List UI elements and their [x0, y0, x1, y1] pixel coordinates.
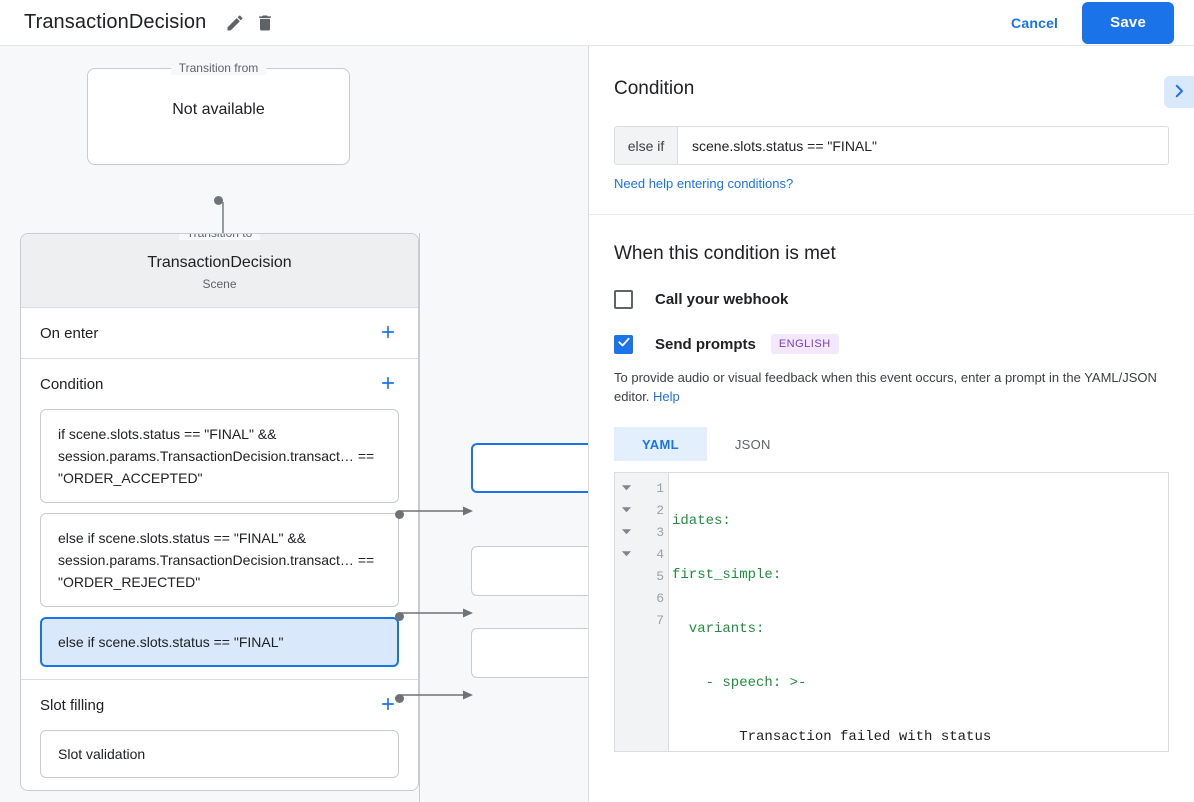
edit-name-button[interactable]	[220, 8, 250, 38]
condition-card-selected[interactable]: else if scene.slots.status == "FINAL"	[40, 617, 399, 667]
section-title-slot-filling: Slot filling	[40, 696, 105, 714]
section-title-condition: Condition	[40, 375, 104, 393]
condition-connector-dot	[395, 510, 404, 519]
section-header-slot-filling: Slot filling	[21, 680, 418, 730]
chevron-right-icon	[1170, 82, 1188, 103]
when-met-title: When this condition is met	[614, 243, 836, 264]
condition-connector-dot	[395, 612, 404, 621]
fold-gutter[interactable]	[615, 473, 637, 751]
send-prompts-label: Send prompts	[655, 335, 756, 353]
chevron-down-icon	[621, 524, 632, 542]
line-number: 1	[656, 481, 664, 496]
transition-to-card[interactable]: Transition to TransactionDecision Scene	[21, 234, 418, 308]
plus-icon	[378, 322, 398, 345]
app-header: TransactionDecision Cancel Save	[0, 0, 1194, 46]
section-header-on-enter: On enter	[21, 308, 418, 358]
code-editor[interactable]: 1 2 3 4 5 6 7 idates: first_simple: vari…	[614, 472, 1169, 752]
webhook-row[interactable]: Call your webhook	[614, 290, 1169, 309]
panel-title: Condition	[614, 78, 695, 99]
scene-canvas[interactable]: Transition from Not available Transition…	[0, 46, 588, 802]
condition-expression-input[interactable]	[678, 127, 1168, 164]
collapse-panel-button[interactable]	[1164, 76, 1194, 108]
line-number: 5	[656, 569, 664, 584]
panel-divider	[589, 214, 1194, 215]
code-line: variants:	[672, 621, 765, 637]
target-node[interactable]	[471, 546, 588, 596]
when-met-section: When this condition is met Call your web…	[589, 215, 1194, 752]
plus-icon	[378, 694, 398, 717]
line-number: 3	[656, 525, 664, 540]
fold-toggle[interactable]	[615, 478, 637, 500]
add-on-enter-button[interactable]	[376, 321, 400, 345]
section-header-condition: Condition	[21, 359, 418, 409]
condition-help-link[interactable]: Need help entering conditions?	[614, 176, 794, 191]
send-prompts-row[interactable]: Send prompts ENGLISH	[614, 334, 1169, 354]
editor-hint-body: To provide audio or visual feedback when…	[614, 370, 1157, 404]
condition-connector-dot	[395, 694, 404, 703]
edge-arrow-icon	[400, 690, 473, 700]
section-condition: Condition if scene.slots.status == "FINA…	[21, 359, 418, 680]
code-line: idates:	[672, 513, 731, 529]
trash-icon	[255, 13, 275, 33]
line-number: 7	[656, 613, 664, 628]
canvas-inner: Transition from Not available Transition…	[0, 46, 588, 802]
condition-card[interactable]: else if scene.slots.status == "FINAL" &&…	[40, 513, 399, 607]
transition-to-legend: Transition to	[178, 234, 261, 240]
transition-from-connector-dot	[214, 196, 223, 205]
transition-to-subtitle: Scene	[202, 277, 237, 291]
code-line: - speech: >-	[672, 675, 807, 691]
tab-json[interactable]: JSON	[707, 427, 799, 461]
chevron-down-icon	[621, 502, 632, 520]
condition-editor-row: else if	[614, 126, 1169, 165]
code-line: Transaction failed with status	[672, 729, 992, 745]
checkmark-icon	[617, 335, 631, 354]
transition-to-title: TransactionDecision	[147, 254, 292, 271]
call-webhook-label: Call your webhook	[655, 291, 789, 308]
send-prompts-checkbox[interactable]	[614, 334, 633, 354]
line-number-gutter: 1 2 3 4 5 6 7	[637, 473, 669, 751]
chevron-down-icon	[621, 546, 632, 564]
format-tabs: YAML JSON	[614, 427, 1169, 461]
tab-yaml[interactable]: YAML	[614, 427, 707, 461]
plus-icon	[378, 373, 398, 396]
section-title-on-enter: On enter	[40, 324, 99, 342]
condition-card[interactable]: if scene.slots.status == "FINAL" && sess…	[40, 409, 399, 503]
code-content[interactable]: idates: first_simple: variants: - speech…	[669, 473, 1168, 751]
editor-help-link[interactable]: Help	[653, 389, 680, 404]
condition-list: if scene.slots.status == "FINAL" && sess…	[21, 409, 418, 667]
line-number: 4	[656, 547, 664, 562]
slot-validation-card[interactable]: Slot validation	[40, 730, 399, 778]
edge-arrow-icon	[400, 506, 473, 516]
pencil-icon	[225, 13, 245, 33]
fold-toggle[interactable]	[615, 500, 637, 522]
code-line: first_simple:	[672, 567, 782, 583]
add-condition-button[interactable]	[376, 372, 400, 396]
save-button[interactable]: Save	[1082, 1, 1174, 44]
target-node[interactable]	[471, 628, 588, 678]
fold-toggle[interactable]	[615, 544, 637, 566]
transition-from-card[interactable]: Transition from Not available	[87, 61, 350, 165]
section-on-enter: On enter	[21, 308, 418, 359]
call-webhook-checkbox[interactable]	[614, 290, 633, 309]
condition-prefix-label: else if	[615, 127, 678, 164]
fold-toggle[interactable]	[615, 522, 637, 544]
delete-button[interactable]	[250, 8, 280, 38]
editor-hint-text: To provide audio or visual feedback when…	[614, 368, 1169, 406]
target-node-selected[interactable]	[471, 443, 588, 493]
language-badge: ENGLISH	[770, 334, 839, 354]
transition-from-legend: Transition from	[170, 61, 267, 75]
section-slot-filling: Slot filling Slot validation	[21, 680, 418, 790]
cancel-button[interactable]: Cancel	[999, 7, 1070, 39]
add-slot-filling-button[interactable]	[376, 693, 400, 717]
graph-bus-line	[419, 233, 420, 802]
details-panel: Condition else if Need help entering con…	[588, 46, 1194, 802]
line-number: 2	[656, 503, 664, 518]
scene-panel: Transition to TransactionDecision Scene …	[20, 233, 419, 791]
page-title: TransactionDecision	[24, 11, 207, 33]
line-number: 6	[656, 591, 664, 606]
edge-arrow-icon	[400, 608, 473, 618]
condition-section: Condition else if Need help entering con…	[589, 46, 1194, 193]
chevron-down-icon	[621, 480, 632, 498]
transition-from-value: Not available	[172, 101, 265, 118]
